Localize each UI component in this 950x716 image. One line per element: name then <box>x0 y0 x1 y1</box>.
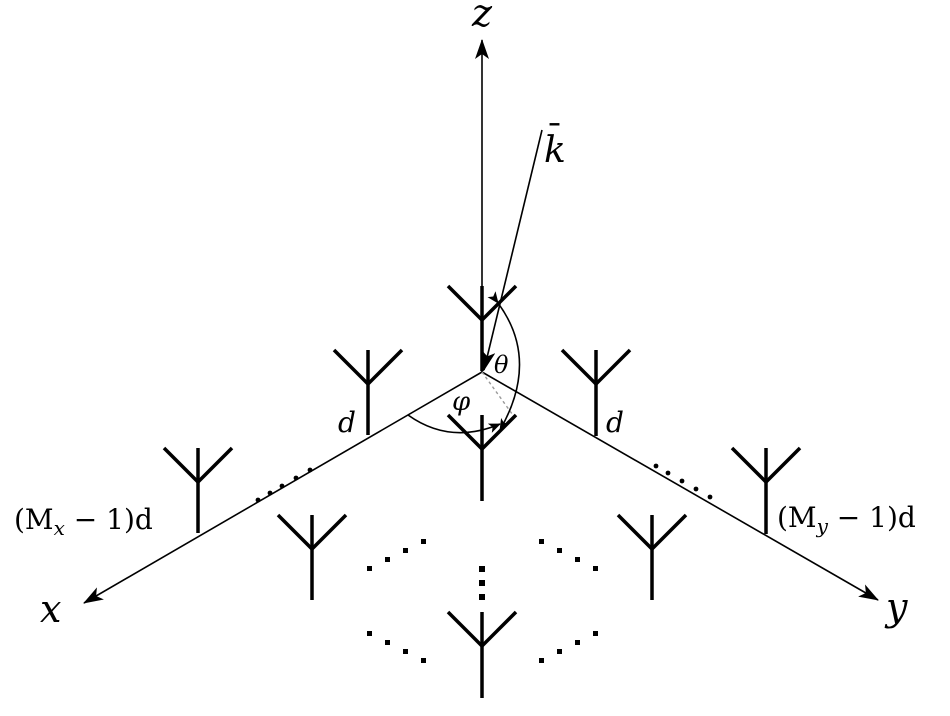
grid-ellipsis-lower-right <box>539 631 598 663</box>
x-axis-dots <box>255 467 313 503</box>
k-vector-label: k <box>544 130 566 171</box>
z-axis-label: z <box>471 0 493 35</box>
antenna-element <box>616 513 688 600</box>
antenna-element <box>332 348 404 435</box>
grid-ellipsis-lower-left <box>367 631 426 663</box>
theta-label: θ <box>494 351 509 379</box>
phi-label: φ <box>452 387 471 417</box>
theta-arc <box>487 291 521 431</box>
grid-ellipsis-upper-left <box>367 539 426 571</box>
y-axis-dots <box>653 463 713 500</box>
grid-ellipsis-upper-right <box>539 539 598 571</box>
y-axis-label: y <box>884 585 908 629</box>
x-axis-label: x <box>40 587 61 631</box>
y-axis <box>481 371 879 601</box>
antenna-element <box>162 446 234 533</box>
spacing-label-y: d <box>606 406 624 439</box>
spacing-label-x: d <box>338 406 356 439</box>
last-element-label-x: (Mx − 1)d <box>14 503 153 540</box>
antenna-element <box>730 446 802 534</box>
k-vector <box>481 129 543 371</box>
antenna-element <box>560 348 632 436</box>
k-bar: ¯ <box>546 117 563 157</box>
antenna-element <box>276 513 348 600</box>
grid-ellipsis-vertical <box>479 566 485 600</box>
phi-arc <box>407 414 501 434</box>
last-element-label-y: (My − 1)d <box>777 501 916 538</box>
antenna-element <box>446 413 518 501</box>
antenna-element <box>446 610 518 698</box>
